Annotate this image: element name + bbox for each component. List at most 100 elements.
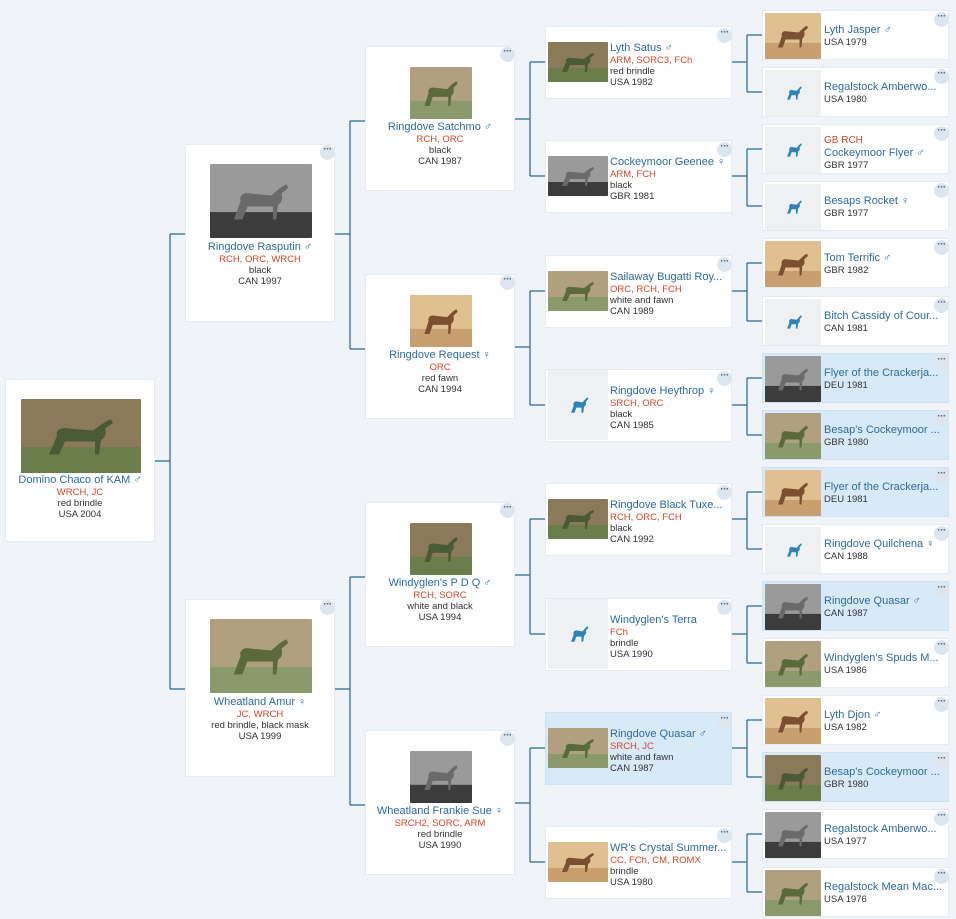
dog-name-link[interactable]: Sailaway Bugatti Roy... — [610, 270, 729, 284]
dog-name-link[interactable]: Besap's Cockeymoor ... — [824, 423, 946, 437]
dog-photo[interactable] — [21, 399, 141, 473]
card-more-button[interactable]: ··· — [934, 126, 949, 141]
card-more-button[interactable]: ··· — [934, 869, 949, 884]
dog-silhouette-icon[interactable] — [765, 127, 821, 173]
dog-photo[interactable] — [765, 641, 821, 687]
dog-photo[interactable] — [548, 271, 608, 311]
dog-name-link[interactable]: Tom Terrific♂ — [824, 251, 946, 265]
dog-photo[interactable] — [210, 619, 312, 693]
pedigree-card-gen4-15[interactable]: Regalstock Mean Mac...USA 1976··· — [762, 867, 949, 917]
dog-name-link[interactable]: Besap's Cockeymoor ... — [824, 765, 946, 779]
dog-name-link[interactable]: Ringdove Satchmo♂ — [366, 120, 514, 134]
dog-photo[interactable] — [410, 523, 472, 575]
dog-silhouette-icon[interactable] — [765, 527, 821, 573]
dog-photo[interactable] — [765, 755, 821, 801]
dog-name-link[interactable]: Cockeymoor Flyer♂ — [824, 146, 946, 160]
dog-name-link[interactable]: Besaps Rocket♀ — [824, 194, 946, 208]
card-more-button[interactable]: ··· — [934, 469, 949, 484]
dog-name-link[interactable]: Regalstock Amberwo... — [824, 822, 946, 836]
card-more-button[interactable]: ··· — [934, 811, 949, 826]
card-more-button[interactable]: ··· — [934, 412, 949, 427]
pedigree-card-gen4-12[interactable]: Lyth Djon♂USA 1982··· — [762, 695, 949, 745]
dog-name-link[interactable]: Lyth Satus♂ — [610, 41, 729, 55]
card-more-button[interactable]: ··· — [500, 47, 515, 62]
dog-name-link[interactable]: Flyer of the Crackerja... — [824, 480, 946, 494]
pedigree-card-gen4-7[interactable]: Besap's Cockeymoor ...GBR 1980··· — [762, 410, 949, 460]
dog-name-link[interactable]: Ringdove Request♀ — [366, 348, 514, 362]
card-more-button[interactable]: ··· — [717, 142, 732, 157]
card-more-button[interactable]: ··· — [934, 526, 949, 541]
dog-name-link[interactable]: Wheatland Amur♀ — [186, 695, 334, 709]
dog-photo[interactable] — [548, 42, 608, 82]
dog-name-link[interactable]: Ringdove Quasar♂ — [824, 594, 946, 608]
card-more-button[interactable]: ··· — [717, 828, 732, 843]
card-more-button[interactable]: ··· — [500, 275, 515, 290]
dog-photo[interactable] — [765, 413, 821, 459]
dog-name-link[interactable]: Lyth Jasper♂ — [824, 23, 946, 37]
dog-name-link[interactable]: Lyth Djon♂ — [824, 708, 946, 722]
dog-silhouette-icon[interactable] — [765, 299, 821, 345]
card-more-button[interactable]: ··· — [500, 503, 515, 518]
pedigree-card-gen4-8[interactable]: Flyer of the Crackerja...DEU 1981··· — [762, 467, 949, 517]
dog-name-link[interactable]: Windyglen's Spuds M... — [824, 651, 946, 665]
card-more-button[interactable]: ··· — [717, 257, 732, 272]
dog-photo[interactable] — [765, 698, 821, 744]
card-more-button[interactable]: ··· — [934, 583, 949, 598]
dog-name-link[interactable]: Ringdove Quasar♂ — [610, 727, 729, 741]
dog-photo[interactable] — [410, 67, 472, 119]
dog-name-link[interactable]: Ringdove Heythrop♀ — [610, 384, 729, 398]
pedigree-card-gen4-4[interactable]: Tom Terrific♂GBR 1982··· — [762, 238, 949, 288]
card-more-button[interactable]: ··· — [320, 600, 335, 615]
dog-name-link[interactable]: Windyglen's Terra — [610, 613, 729, 627]
dog-photo[interactable] — [765, 241, 821, 287]
pedigree-card-gen4-5[interactable]: Bitch Cassidy of Cour...CAN 1981··· — [762, 296, 949, 346]
dog-photo[interactable] — [548, 156, 608, 196]
card-more-button[interactable]: ··· — [934, 355, 949, 370]
pedigree-card-gen4-14[interactable]: Regalstock Amberwo...USA 1977··· — [762, 809, 949, 859]
pedigree-card-gen4-6[interactable]: Flyer of the Crackerja...DEU 1981··· — [762, 353, 949, 403]
dog-photo[interactable] — [548, 728, 608, 768]
dog-photo[interactable] — [765, 812, 821, 858]
card-more-button[interactable]: ··· — [320, 145, 335, 160]
dog-photo[interactable] — [765, 470, 821, 516]
card-more-button[interactable]: ··· — [717, 371, 732, 386]
dog-silhouette-icon[interactable] — [548, 370, 608, 440]
pedigree-card-gen4-10[interactable]: Ringdove Quasar♂CAN 1987··· — [762, 581, 949, 631]
dog-name-link[interactable]: Cockeymoor Geenee♀ — [610, 155, 729, 169]
dog-silhouette-icon[interactable] — [765, 70, 821, 116]
dog-name-link[interactable]: Ringdove Quilchena♀ — [824, 537, 946, 551]
dog-name-link[interactable]: Ringdove Rasputin♂ — [186, 240, 334, 254]
dog-name-link[interactable]: Flyer of the Crackerja... — [824, 366, 946, 380]
dog-photo[interactable] — [210, 164, 312, 238]
dog-photo[interactable] — [548, 842, 608, 882]
pedigree-card-gen4-3[interactable]: Besaps Rocket♀GBR 1977··· — [762, 181, 949, 231]
card-more-button[interactable]: ··· — [934, 298, 949, 313]
dog-name-link[interactable]: WR's Crystal Summer... — [610, 841, 729, 855]
dog-name-link[interactable]: Regalstock Mean Mac... — [824, 880, 946, 894]
dog-photo[interactable] — [410, 295, 472, 347]
card-more-button[interactable]: ··· — [934, 754, 949, 769]
card-more-button[interactable]: ··· — [717, 485, 732, 500]
dog-photo[interactable] — [765, 870, 821, 916]
dog-photo[interactable] — [765, 356, 821, 402]
dog-photo[interactable] — [765, 13, 821, 59]
card-more-button[interactable]: ··· — [717, 714, 732, 729]
dog-photo[interactable] — [410, 751, 472, 803]
dog-name-link[interactable]: Windyglen's P D Q♂ — [366, 576, 514, 590]
dog-silhouette-icon[interactable] — [765, 184, 821, 230]
card-more-button[interactable]: ··· — [934, 183, 949, 198]
card-more-button[interactable]: ··· — [500, 731, 515, 746]
pedigree-card-gen4-11[interactable]: Windyglen's Spuds M...USA 1986··· — [762, 638, 949, 688]
pedigree-card-gen4-13[interactable]: Besap's Cockeymoor ...GBR 1980··· — [762, 752, 949, 802]
card-more-button[interactable]: ··· — [934, 640, 949, 655]
